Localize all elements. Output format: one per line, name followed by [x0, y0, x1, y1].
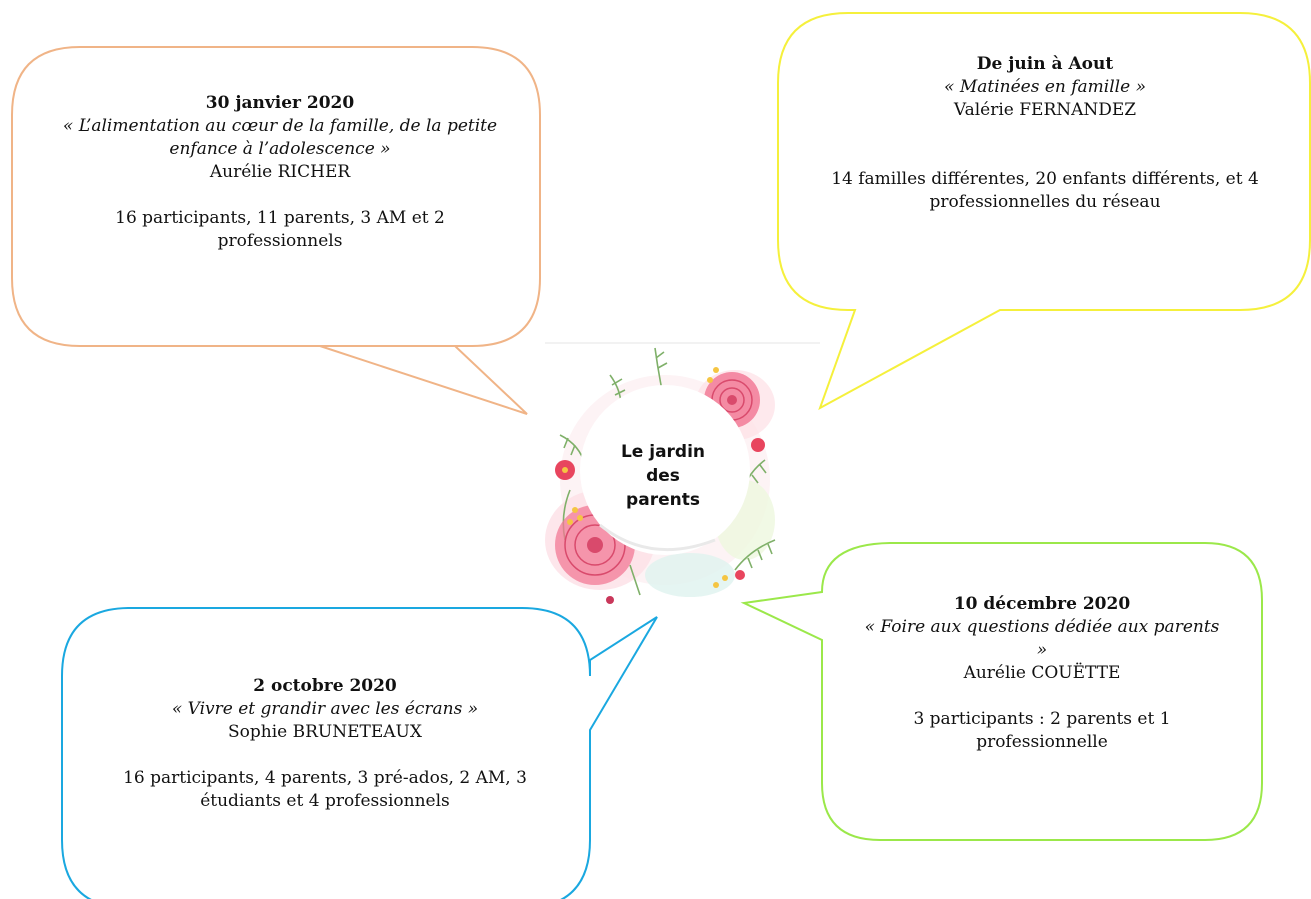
- bubble-december-date: 10 décembre 2020: [953, 594, 1131, 614]
- bubble-june-text: De juin à Aout « Matinées en famille » V…: [800, 53, 1290, 214]
- bubble-december-title: « Foire aux questions dédiée aux parents…: [864, 617, 1220, 660]
- floral-wreath-icon: [545, 347, 776, 604]
- bubble-december-stats: 3 participants : 2 parents et 1 professi…: [913, 709, 1171, 752]
- bubble-october-date: 2 octobre 2020: [253, 676, 397, 696]
- bubble-january-outline: [11, 46, 541, 415]
- bubble-january-stats: 16 participants, 11 parents, 3 AM et 2 p…: [115, 208, 445, 251]
- logo-title: Le jardin des parents: [608, 440, 718, 512]
- bubble-october-text: 2 octobre 2020 « Vivre et grandir avec l…: [100, 675, 550, 813]
- bubble-june-date: De juin à Aout: [976, 54, 1114, 74]
- bubble-january-title: « L’alimentation au cœur de la famille, …: [62, 116, 498, 159]
- bubble-october-title: « Vivre et grandir avec les écrans »: [171, 699, 479, 719]
- jardin-des-parents-logo: Le jardin des parents: [540, 340, 790, 615]
- bubble-january-date: 30 janvier 2020: [205, 93, 355, 113]
- bubble-december-outline: [740, 542, 1263, 841]
- bubble-january-speaker: Aurélie RICHER: [209, 162, 351, 182]
- bubble-june-stats: 14 familles différentes, 20 enfants diff…: [831, 169, 1259, 212]
- bubble-december-text: 10 décembre 2020 « Foire aux questions d…: [862, 593, 1222, 754]
- bubble-october-stats: 16 participants, 4 parents, 3 pré-ados, …: [123, 768, 527, 811]
- bubble-june-speaker: Valérie FERNANDEZ: [953, 100, 1137, 120]
- logo-title-line-2: des parents: [626, 466, 700, 510]
- bubble-october-outline: [61, 607, 658, 899]
- bubble-june-outline: [777, 12, 1311, 411]
- bubble-january-text: 30 janvier 2020 « L’alimentation au cœur…: [60, 92, 500, 253]
- logo-title-line-1: Le jardin: [620, 442, 706, 462]
- bubble-october-speaker: Sophie BRUNETEAUX: [228, 722, 422, 742]
- bubble-december-speaker: Aurélie COUËTTE: [963, 663, 1121, 683]
- bubble-june-title: « Matinées en famille »: [944, 77, 1146, 97]
